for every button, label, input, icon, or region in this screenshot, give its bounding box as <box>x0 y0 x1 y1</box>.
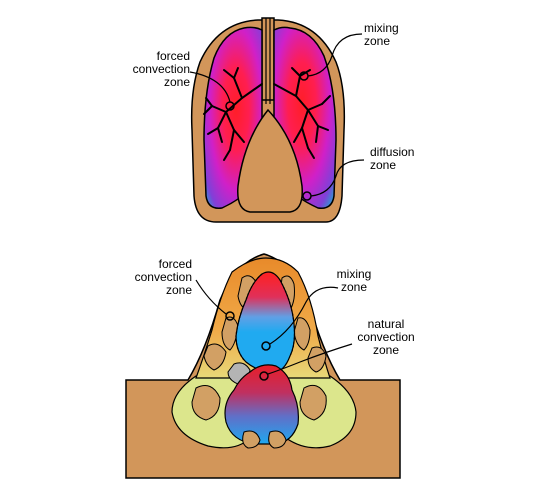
forced-convection-leader <box>189 71 231 103</box>
turbinate-right-2 <box>293 317 311 351</box>
nose-forced-convection-label: forced convection zone <box>134 257 192 297</box>
nose-natural-convection-label: natural convection zone <box>357 317 415 357</box>
nose-mixing-leader <box>269 286 339 345</box>
nose-mixing-marker <box>261 341 271 351</box>
nose-forced-convection-marker <box>225 311 235 321</box>
mediastinum <box>237 108 303 213</box>
right-bronchial-tree <box>273 67 331 159</box>
turbinate-left-3 <box>203 343 227 371</box>
nose-figure <box>125 253 401 479</box>
mixing-leader <box>307 33 363 77</box>
lower-cavity <box>224 364 299 445</box>
diffusion-leader <box>310 159 365 197</box>
nose-natural-leader <box>267 343 353 375</box>
sinus-blob-3 <box>242 430 261 449</box>
turbinate-right-3 <box>307 346 327 373</box>
nose-forced-leader <box>195 279 227 315</box>
sinus-blob-2 <box>299 384 327 421</box>
left-bronchial-tree <box>203 67 263 161</box>
sinus-blob-1 <box>191 385 221 421</box>
trachea <box>261 17 275 101</box>
forced-zone-boundary <box>235 273 263 361</box>
lungs-figure <box>189 17 365 223</box>
lungs-mixing-label: mixing zone <box>364 21 399 48</box>
sinus-blob-4 <box>268 430 287 449</box>
lungs-forced-convection-label: forced convection zone <box>132 49 190 89</box>
nose-mixing-label: mixing zone <box>336 267 372 294</box>
nose-natural-convection-marker <box>259 371 269 381</box>
lungs-diffusion-label: diffusion zone <box>370 145 415 172</box>
